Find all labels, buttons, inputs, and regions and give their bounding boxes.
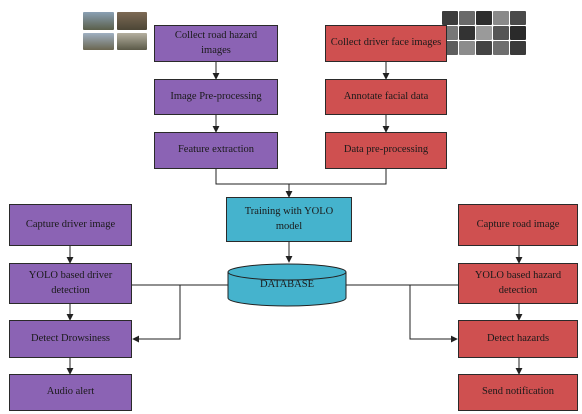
capture-driver-image-label: Capture driver image (25, 218, 116, 230)
annotate-facial-data-box: Annotate facial data (325, 79, 447, 115)
merge-line (215, 169, 387, 185)
database-label: DATABASE (260, 279, 314, 290)
collect-road-hazard-images-label: Collect road hazard images (174, 30, 258, 56)
data-preprocessing-box: Data pre-processing (325, 132, 447, 169)
arrow-database-to-hazards (409, 285, 458, 343)
audio-alert-box: Audio alert (9, 374, 132, 411)
yolo-hazard-detection-label: YOLO based hazard detection (474, 270, 562, 296)
detect-hazards-label: Detect hazards (486, 332, 550, 344)
database-cylinder (227, 263, 347, 307)
capture-driver-image-box: Capture driver image (9, 204, 132, 246)
arrow-database-to-drowsiness (132, 285, 181, 343)
collect-road-hazard-images-box: Collect road hazard images (154, 25, 278, 62)
yolo-hazard-detection-box: YOLO based hazard detection (458, 263, 578, 304)
yolo-driver-detection-box: YOLO based driver detection (9, 263, 132, 304)
yolo-driver-detection-label: YOLO based driver detection (28, 270, 113, 296)
training-yolo-label: Training with YOLO model (244, 206, 334, 232)
annotate-facial-data-label: Annotate facial data (343, 90, 429, 102)
image-preprocessing-label: Image Pre-processing (170, 90, 262, 102)
training-yolo-box: Training with YOLO model (226, 197, 352, 242)
audio-alert-label: Audio alert (46, 386, 95, 398)
detect-drowsiness-label: Detect Drowsiness (30, 332, 111, 344)
collect-driver-face-images-box: Collect driver face images (325, 25, 447, 62)
send-notification-box: Send notification (458, 374, 578, 411)
collect-driver-face-images-label: Collect driver face images (330, 37, 442, 49)
detect-drowsiness-box: Detect Drowsiness (9, 320, 132, 358)
image-preprocessing-box: Image Pre-processing (154, 79, 278, 115)
send-notification-label: Send notification (481, 386, 555, 398)
feature-extraction-box: Feature extraction (154, 132, 278, 169)
road-thumbnails-image (83, 12, 147, 50)
data-preprocessing-label: Data pre-processing (343, 144, 429, 156)
capture-road-image-box: Capture road image (458, 204, 578, 246)
face-thumbnails-image (442, 11, 526, 55)
feature-extraction-label: Feature extraction (177, 144, 255, 156)
detect-hazards-box: Detect hazards (458, 320, 578, 358)
capture-road-image-label: Capture road image (476, 218, 560, 230)
